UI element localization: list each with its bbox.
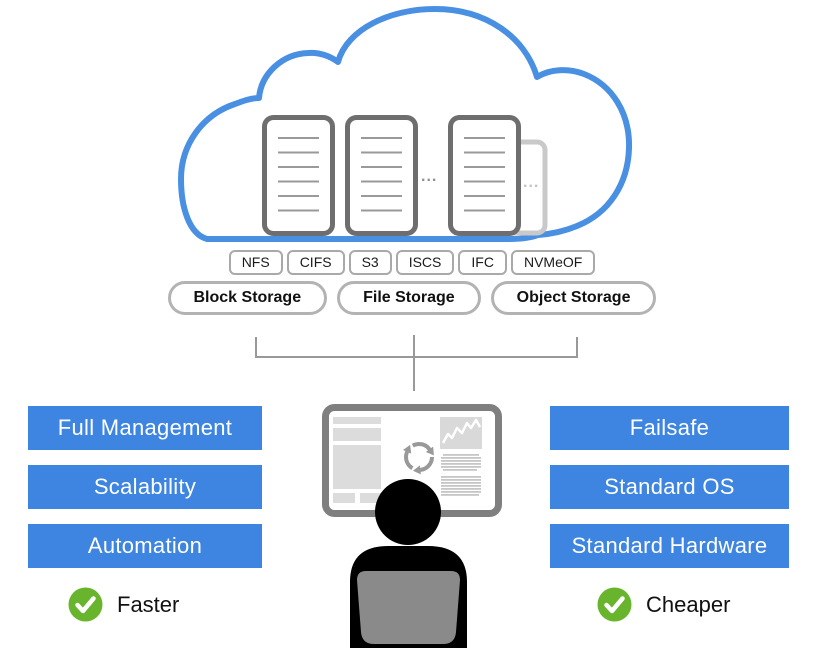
server-ellipsis: ... (421, 168, 438, 185)
server-slots (278, 137, 505, 212)
feature-full-management: Full Management (28, 406, 262, 450)
feature-standard-hardware: Standard Hardware (550, 524, 789, 568)
connector-bracket (255, 335, 578, 391)
server-ellipsis-ghost: ... (523, 174, 540, 191)
protocol-chip-ifc: IFC (458, 250, 507, 275)
protocol-chip-row: NFS CIFS S3 ISCS IFC NVMeOF (12, 250, 812, 275)
feature-automation: Automation (28, 524, 262, 568)
badge-faster: Faster (68, 587, 179, 622)
feature-failsafe: Failsafe (550, 406, 789, 450)
protocol-chip-nvmeof: NVMeOF (510, 250, 596, 275)
chart-sparkline (440, 417, 482, 449)
storage-pill-block: Block Storage (167, 281, 328, 315)
protocol-chip-nfs: NFS (228, 250, 283, 275)
protocol-chip-iscs: ISCS (395, 250, 455, 275)
screen-text-placeholder (441, 454, 481, 496)
storage-pill-row: Block Storage File Storage Object Storag… (12, 281, 812, 315)
storage-pill-object: Object Storage (490, 281, 657, 315)
screen-wireframe (333, 417, 381, 503)
protocol-chip-s3: S3 (348, 250, 392, 275)
check-icon (68, 587, 103, 622)
badge-cheaper: Cheaper (597, 587, 730, 622)
sync-icon (402, 442, 434, 475)
feature-standard-os: Standard OS (550, 465, 789, 509)
check-icon (597, 587, 632, 622)
badge-label: Faster (117, 591, 180, 617)
laptop-icon (357, 571, 460, 644)
server-icon (262, 115, 521, 236)
monitor-icon (322, 404, 502, 517)
feature-scalability: Scalability (28, 465, 262, 509)
badge-label: Cheaper (646, 591, 731, 617)
storage-pill-file: File Storage (337, 281, 481, 315)
protocol-chip-cifs: CIFS (286, 250, 345, 275)
